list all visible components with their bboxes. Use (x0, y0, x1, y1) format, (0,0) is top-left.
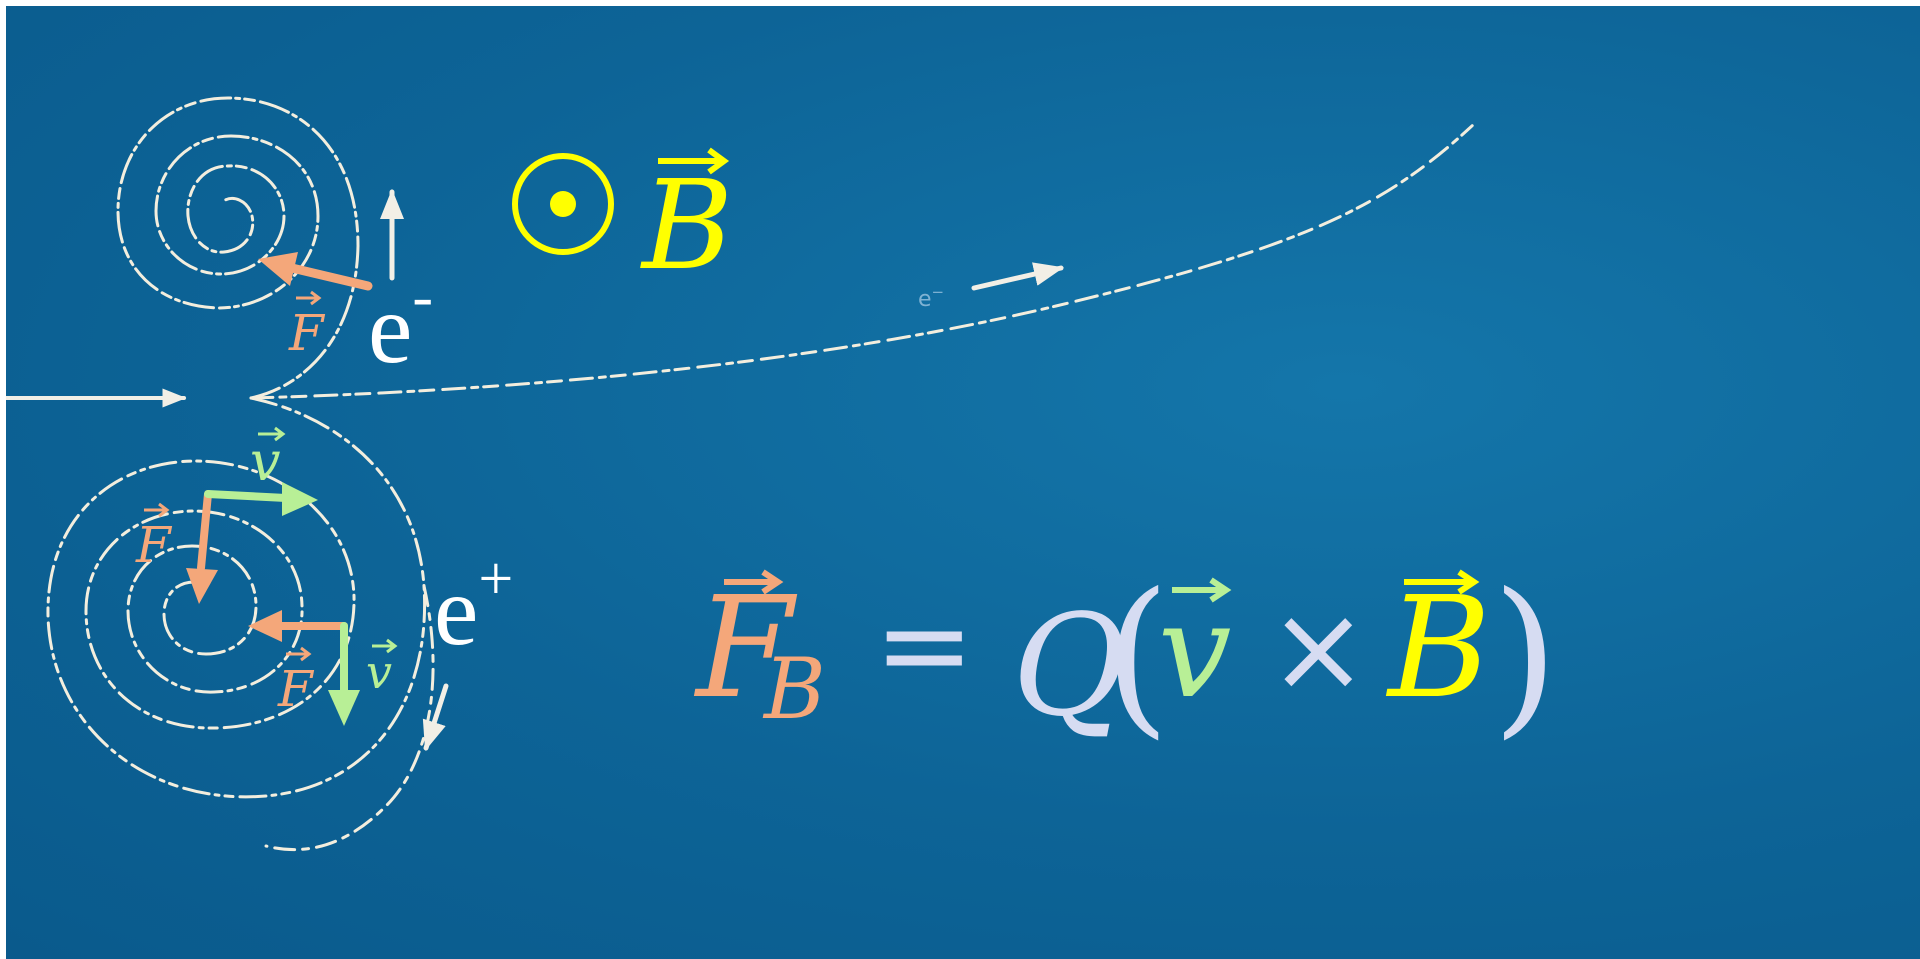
positron-lower-force-arrow (248, 610, 348, 642)
formula-open-paren: ( (1104, 557, 1170, 755)
formula-charge: Q (1012, 585, 1127, 748)
electron-force-symbol: F (288, 290, 326, 362)
field-symbol: B (640, 147, 733, 298)
svg-text:F: F (135, 516, 173, 574)
vector-arrow-icon (144, 502, 170, 518)
positron-upper-force-arrow (186, 490, 218, 604)
formula-cross: × (1268, 580, 1369, 719)
svg-text:B: B (640, 154, 733, 298)
formula-equals: = (874, 576, 975, 715)
vector-arrow-icon (372, 638, 398, 654)
svg-text:F: F (288, 304, 326, 362)
positron-label: e+ (434, 545, 513, 666)
lower-velocity-symbol: v (366, 638, 398, 699)
positron-lower-velocity-arrow (328, 622, 360, 726)
track-electron-label: e− (918, 283, 944, 312)
formula-force-subscript: B (762, 640, 826, 738)
upper-velocity-symbol: v (250, 426, 286, 493)
formula-velocity: v (1158, 575, 1231, 727)
lorentz-force-formula: F B = Q ( v × B ) (693, 557, 1558, 755)
vector-arrow-icon (1404, 569, 1480, 595)
vector-arrow-icon (296, 290, 322, 306)
vector-arrow-icon (286, 646, 312, 662)
vector-arrow-icon (724, 569, 784, 595)
vector-arrow-icon (258, 426, 286, 442)
vector-arrow-icon (1172, 577, 1232, 603)
long-electron-track (249, 122, 1476, 400)
svg-text:v: v (366, 645, 392, 699)
svg-text:F: F (277, 660, 315, 718)
lower-positron-force-symbol: F (277, 646, 315, 718)
positron-outer-arc (264, 584, 435, 852)
positron-upper-velocity-arrow (204, 482, 318, 516)
particle-tracks (6, 96, 1476, 852)
positron-down-arrow (422, 683, 449, 751)
formula-field: B (1385, 567, 1491, 730)
photo-arrows (6, 189, 1064, 751)
positron-spiral-track (46, 396, 427, 799)
electron-force-arrow (258, 252, 373, 291)
track-direction-arrow (971, 262, 1064, 291)
electron-spiral-track (116, 96, 360, 400)
field-out-of-page-icon (512, 153, 614, 255)
formula-force: F (693, 567, 798, 730)
formula-close-paren: ) (1492, 557, 1558, 755)
electron-label: e- (368, 263, 433, 384)
vector-arrow-icon (658, 147, 730, 175)
bubble-chamber-diagram: e− F (6, 6, 1920, 959)
diagram-canvas: e− F (6, 96, 1558, 852)
upper-positron-force-symbol: F (135, 502, 173, 574)
